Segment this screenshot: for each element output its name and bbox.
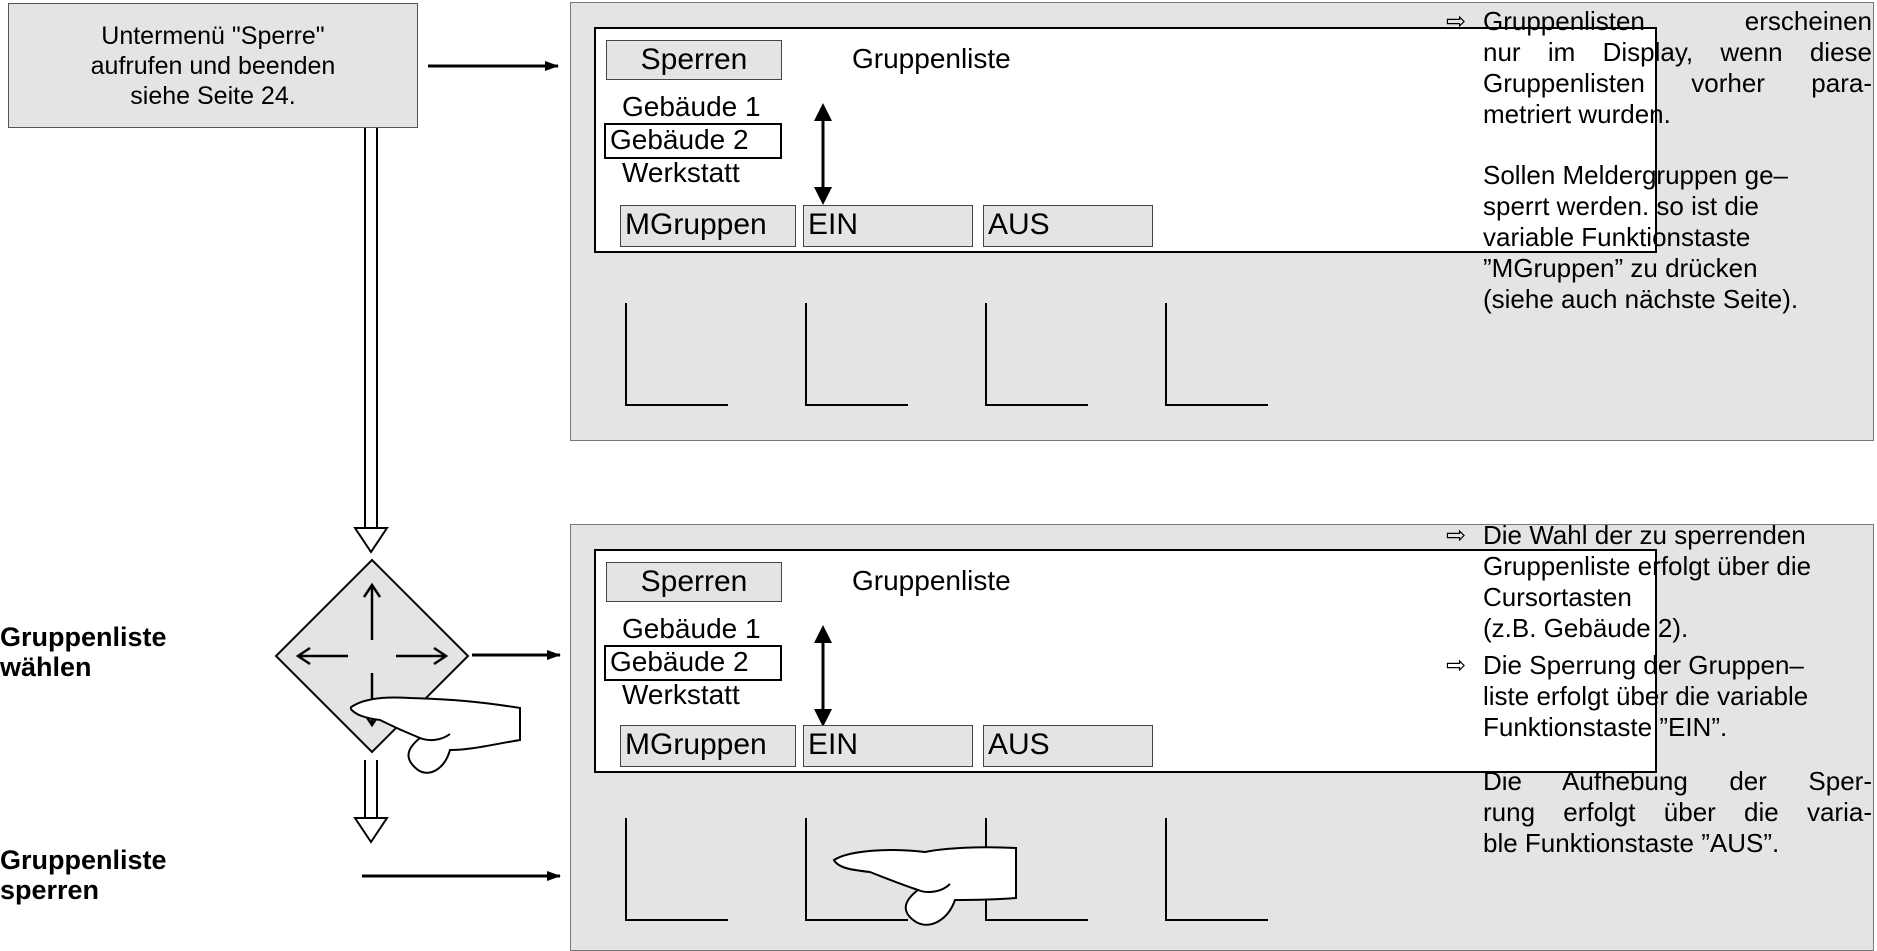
- step-line: siehe Seite 24.: [130, 81, 296, 110]
- list-item-selected[interactable]: Gebäude 2: [604, 645, 782, 681]
- list-item[interactable]: Gebäude 1: [622, 91, 761, 122]
- hollow-down-arrow-2: [353, 760, 389, 844]
- note-mgruppen: Sollen Meldergruppen ge– sperrt werden. …: [1483, 160, 1799, 314]
- up-down-arrow-icon: [814, 103, 832, 205]
- pointing-hand-icon: [832, 846, 1017, 926]
- pointing-hand-icon: [350, 696, 521, 774]
- softkey-ein[interactable]: EIN: [803, 205, 973, 247]
- note-arrow-icon: ⇨: [1446, 652, 1467, 679]
- softkey-ein[interactable]: EIN: [803, 725, 973, 767]
- note-cursor-selection: Die Wahl der zu sperrenden Gruppenliste …: [1483, 520, 1812, 643]
- label-lock-group-list: Gruppenliste sperren: [0, 845, 167, 905]
- note-ein-key: Die Sperrung der Gruppen– liste erfolgt …: [1483, 650, 1809, 742]
- step-line: aufrufen und beenden: [90, 51, 336, 80]
- softkey-aus[interactable]: AUS: [983, 725, 1153, 767]
- softkey-buttons-top: [625, 303, 1268, 406]
- note-aus-key: Die Aufhebung der Sper- rung erfolgt übe…: [1483, 766, 1872, 858]
- sperren-button[interactable]: Sperren: [606, 40, 782, 80]
- list-item-selected[interactable]: Gebäude 2: [604, 123, 782, 159]
- display-bottom: Sperren Gruppenliste Gebäude 1 Gebäude 2…: [594, 549, 1657, 773]
- list-item[interactable]: Werkstatt: [622, 157, 740, 188]
- hollow-down-arrow-1: [353, 128, 389, 554]
- display-title: Gruppenliste: [852, 43, 1011, 74]
- softkey-aus[interactable]: AUS: [983, 205, 1153, 247]
- list-item[interactable]: Gebäude 1: [622, 613, 761, 644]
- softkey-mgruppen[interactable]: MGruppen: [620, 205, 796, 247]
- label-select-group-list: Gruppenliste wählen: [0, 622, 167, 682]
- display-title: Gruppenliste: [852, 565, 1011, 596]
- note-arrow-icon: ⇨: [1446, 8, 1467, 35]
- note-arrow-icon: ⇨: [1446, 522, 1467, 549]
- step-instruction-box: Untermenü "Sperre" aufrufen und beenden …: [8, 3, 418, 128]
- sperren-button[interactable]: Sperren: [606, 562, 782, 602]
- softkey-mgruppen[interactable]: MGruppen: [620, 725, 796, 767]
- up-down-arrow-icon: [814, 625, 832, 727]
- display-top: Sperren Gruppenliste Gebäude 1 Gebäude 2…: [594, 27, 1657, 253]
- list-item[interactable]: Werkstatt: [622, 679, 740, 710]
- step-line: Untermenü "Sperre": [101, 21, 325, 50]
- note-group-list-display: Gruppenlisten erscheinen nur im Display,…: [1483, 6, 1872, 129]
